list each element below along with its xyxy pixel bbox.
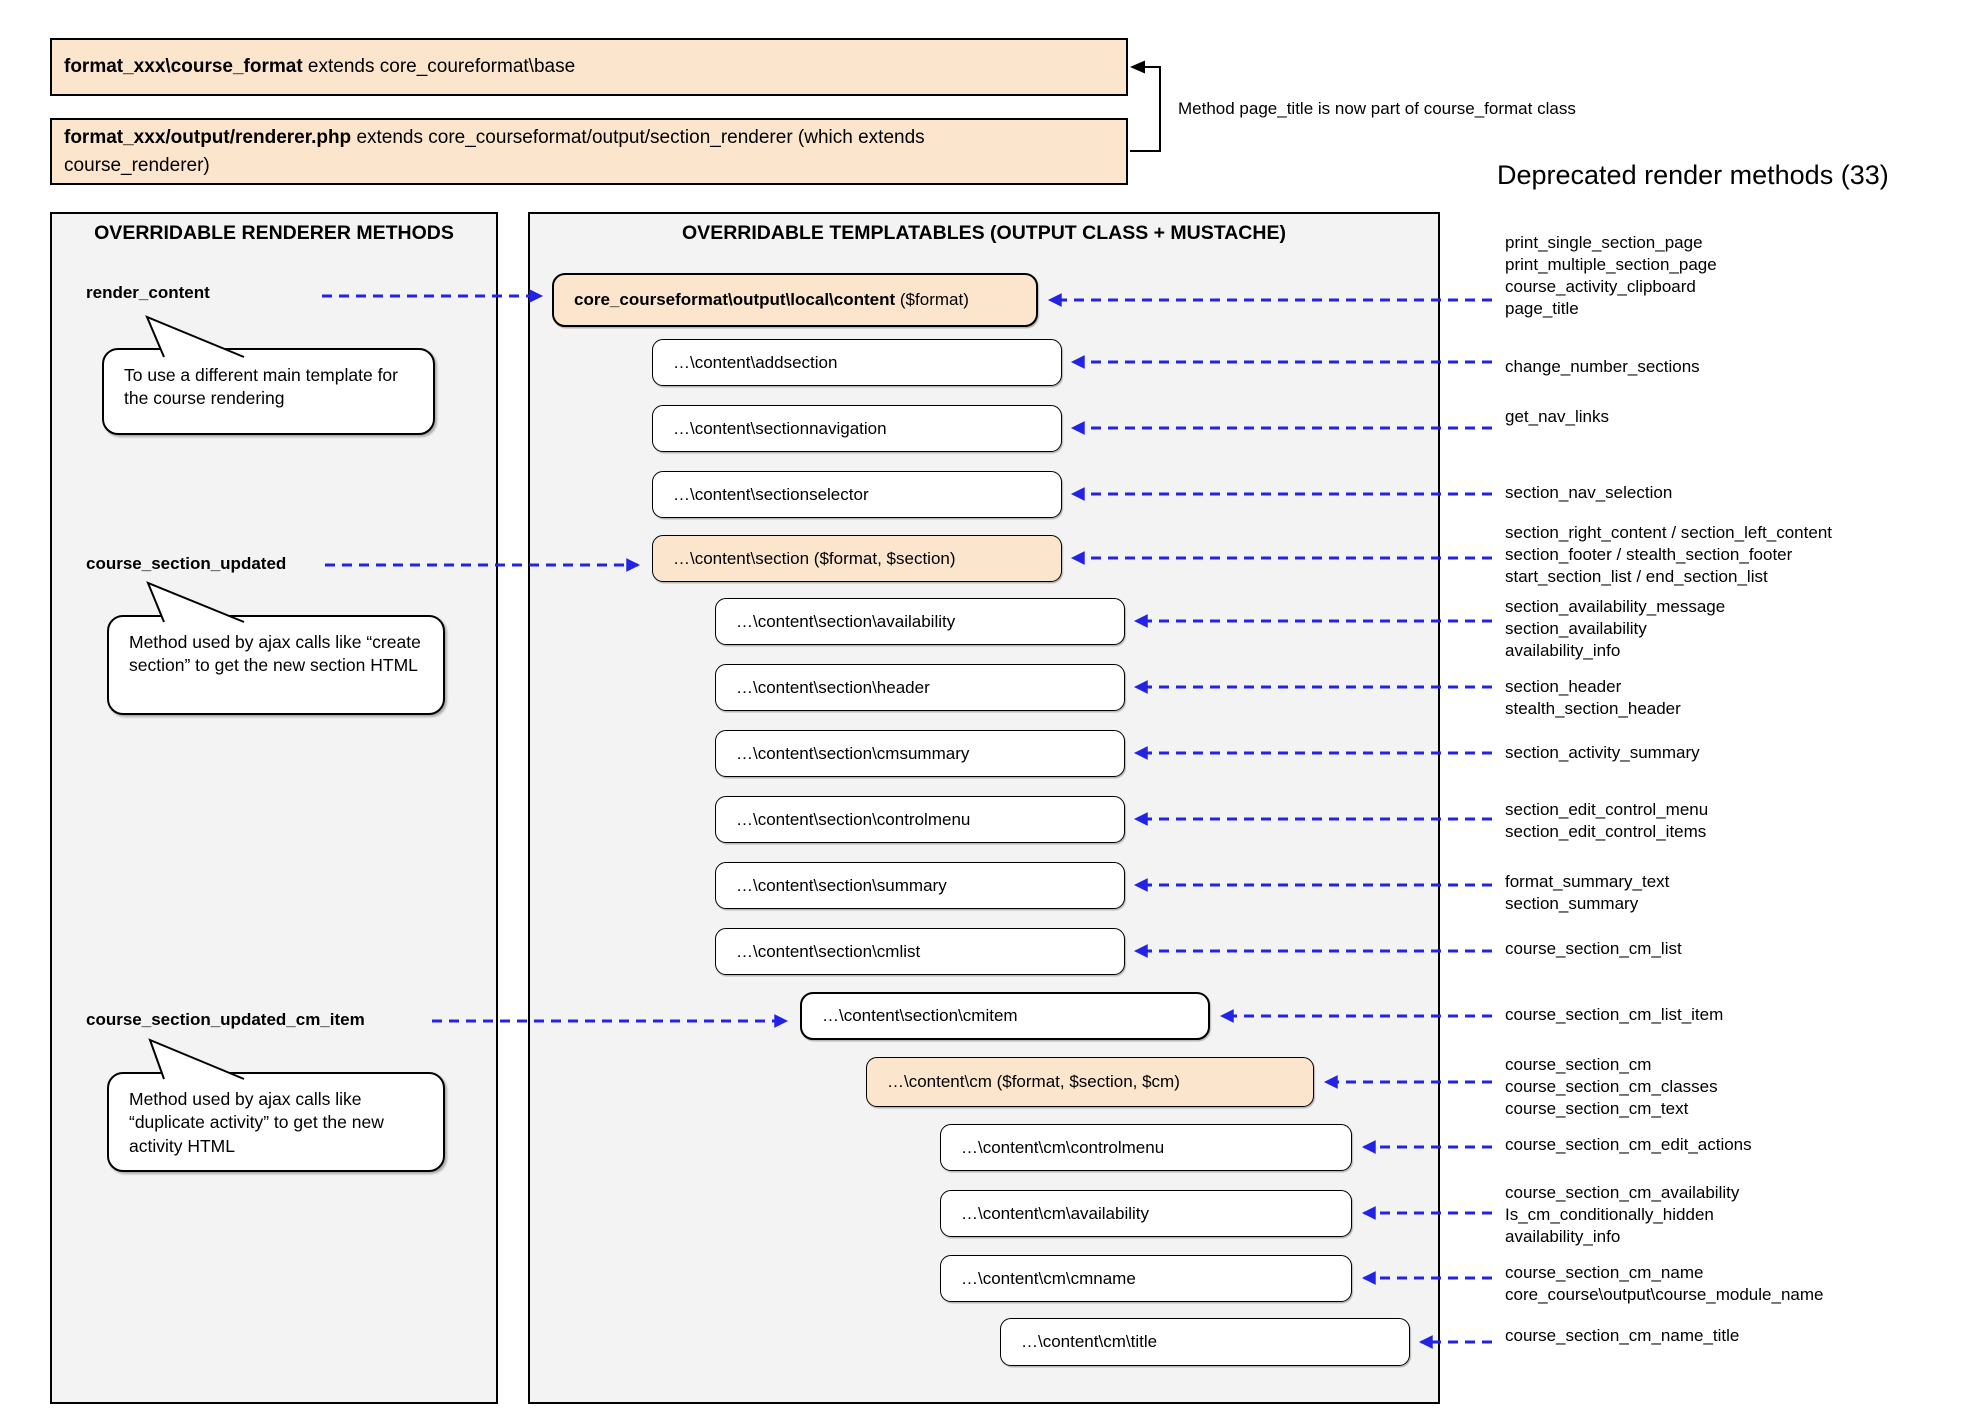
deprecated-group-sectionselector: section_nav_selection [1505, 482, 1672, 504]
deprecated-group-content: print_single_section_page print_multiple… [1505, 232, 1717, 320]
deprecated-method: Is_cm_conditionally_hidden [1505, 1205, 1714, 1224]
deprecated-group-cmsummary: section_activity_summary [1505, 742, 1700, 764]
templatable-box-section: …\content\section ($format, $section) [652, 535, 1062, 582]
templatable-box-section-cmitem: …\content\section\cmitem [800, 992, 1210, 1040]
templatable-box-cm-availability: …\content\cm\availability [940, 1190, 1352, 1237]
deprecated-method: section_nav_selection [1505, 483, 1673, 502]
deprecated-method: availability_info [1505, 1227, 1621, 1246]
deprecated-method: change_number_sections [1505, 357, 1700, 376]
deprecated-group-cm-controlmenu: course_section_cm_edit_actions [1505, 1134, 1752, 1156]
course-format-class-text: format_xxx\course_format extends core_co… [64, 56, 576, 78]
deprecated-method: course_section_cm_list_item [1505, 1005, 1724, 1024]
deprecated-method: course_section_cm_text [1505, 1099, 1689, 1118]
deprecated-method: course_section_cm_name_title [1505, 1326, 1740, 1345]
deprecated-method: section_right_content / section_left_con… [1505, 523, 1832, 542]
deprecated-method: course_section_cm_availability [1505, 1183, 1740, 1202]
renderer-class-box: format_xxx/output/renderer.php extends c… [50, 118, 1128, 185]
templatable-box-section-cmsummary: …\content\section\cmsummary [715, 730, 1125, 777]
bubble-course-section-updated: Method used by ajax calls like “create s… [107, 615, 445, 715]
templatable-box-section-controlmenu: …\content\section\controlmenu [715, 796, 1125, 843]
bubble-render-content: To use a different main template for the… [102, 348, 435, 435]
deprecated-group-cm: course_section_cm course_section_cm_clas… [1505, 1054, 1718, 1120]
deprecated-method: availability_info [1505, 641, 1621, 660]
deprecated-method: section_availability [1505, 619, 1647, 638]
deprecated-group-cmlist: course_section_cm_list [1505, 938, 1682, 960]
templatable-box-section-cmlist: …\content\section\cmlist [715, 928, 1125, 975]
deprecated-method: course_section_cm [1505, 1055, 1652, 1074]
templatable-box-sectionnavigation: …\content\sectionnavigation [652, 405, 1062, 452]
deprecated-method: format_summary_text [1505, 872, 1670, 891]
templatable-box-content-text: core_courseformat\output\local\content (… [574, 290, 969, 309]
deprecated-method: print_multiple_section_page [1505, 255, 1717, 274]
templatable-box-section-summary: …\content\section\summary [715, 862, 1125, 909]
deprecated-method: print_single_section_page [1505, 233, 1703, 252]
deprecated-group-summary: format_summary_text section_summary [1505, 871, 1669, 915]
templatables-panel-title: OVERRIDABLE TEMPLATABLES (OUTPUT CLASS +… [682, 222, 1286, 244]
method-label-render-content: render_content [86, 283, 210, 302]
deprecated-method: section_summary [1505, 894, 1639, 913]
method-label-course-section-updated-cm-item: course_section_updated_cm_item [86, 1010, 365, 1029]
deprecated-method: course_section_cm_list [1505, 939, 1682, 958]
deprecated-method: section_header [1505, 677, 1622, 696]
course-format-class-box: format_xxx\course_format extends core_co… [50, 38, 1128, 96]
deprecated-method: section_activity_summary [1505, 743, 1700, 762]
templatable-box-section-availability: …\content\section\availability [715, 598, 1125, 645]
deprecated-method: section_edit_control_items [1505, 822, 1707, 841]
deprecated-method: course_activity_clipboard [1505, 277, 1696, 296]
deprecated-group-header: section_header stealth_section_header [1505, 676, 1681, 720]
deprecated-method: section_edit_control_menu [1505, 800, 1709, 819]
deprecated-group-cm-title: course_section_cm_name_title [1505, 1325, 1739, 1347]
deprecated-method: get_nav_links [1505, 407, 1609, 426]
page-title-note: Method page_title is now part of course_… [1178, 99, 1576, 118]
deprecated-method: course_section_cm_classes [1505, 1077, 1718, 1096]
templatable-box-cm-controlmenu: …\content\cm\controlmenu [940, 1124, 1352, 1171]
deprecated-method: start_section_list / end_section_list [1505, 567, 1768, 586]
deprecated-group-section: section_right_content / section_left_con… [1505, 522, 1832, 588]
deprecated-method: course_section_cm_name [1505, 1263, 1704, 1282]
deprecated-group-addsection: change_number_sections [1505, 356, 1700, 378]
deprecated-method: page_title [1505, 299, 1579, 318]
deprecated-method: core_course\output\course_module_name [1505, 1285, 1824, 1304]
deprecated-method: course_section_cm_edit_actions [1505, 1135, 1752, 1154]
deprecated-group-cmitem: course_section_cm_list_item [1505, 1004, 1723, 1026]
templatable-box-content: core_courseformat\output\local\content (… [552, 273, 1038, 327]
deprecated-method: section_availability_message [1505, 597, 1726, 616]
bubble-course-section-updated-cm-item: Method used by ajax calls like “duplicat… [107, 1072, 445, 1172]
method-label-course-section-updated: course_section_updated [86, 554, 287, 573]
templatable-box-section-header: …\content\section\header [715, 664, 1125, 711]
deprecated-method: stealth_section_header [1505, 699, 1681, 718]
deprecated-group-cm-cmname: course_section_cm_name core_course\outpu… [1505, 1262, 1823, 1306]
templatable-box-sectionselector: …\content\sectionselector [652, 471, 1062, 518]
deprecated-group-availability: section_availability_message section_ava… [1505, 596, 1725, 662]
deprecated-method: section_footer / stealth_section_footer [1505, 545, 1793, 564]
deprecated-group-controlmenu: section_edit_control_menu section_edit_c… [1505, 799, 1708, 843]
templatable-box-addsection: …\content\addsection [652, 339, 1062, 386]
deprecated-methods-title: Deprecated render methods (33) [1497, 160, 1889, 190]
templatable-box-cm-cmname: …\content\cm\cmname [940, 1255, 1352, 1302]
renderer-methods-panel-title: OVERRIDABLE RENDERER METHODS [94, 222, 454, 244]
templatable-box-cm-title: …\content\cm\title [1000, 1318, 1410, 1366]
templatable-box-cm: …\content\cm ($format, $section, $cm) [866, 1057, 1314, 1107]
deprecated-group-cm-availability: course_section_cm_availability Is_cm_con… [1505, 1182, 1739, 1248]
deprecated-group-sectionnavigation: get_nav_links [1505, 406, 1609, 428]
renderer-class-text: format_xxx/output/renderer.php extends c… [64, 126, 925, 176]
bracket-connector [1130, 60, 1161, 152]
